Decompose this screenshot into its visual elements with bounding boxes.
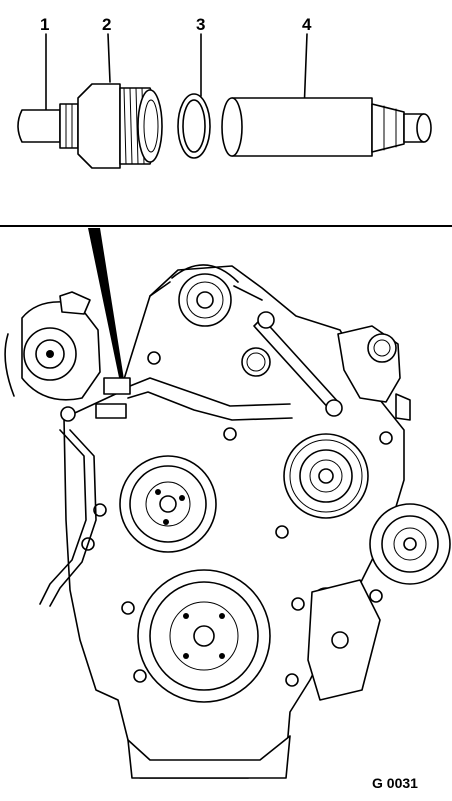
callout-label-2: 2	[102, 15, 111, 34]
engine-view	[4, 228, 451, 779]
pulley-left	[119, 455, 217, 553]
callout-label-1: 1	[40, 15, 49, 34]
crankshaft-pulley	[137, 569, 271, 703]
coolant-pipe	[39, 429, 87, 605]
injection-pump-sprocket	[283, 433, 369, 519]
thermostat-housing	[337, 325, 411, 421]
bolt-heads	[60, 351, 393, 687]
injection-lines	[95, 377, 293, 421]
camshaft-sprocket	[149, 264, 263, 327]
pulley-right	[369, 503, 451, 585]
callout-label-4: 4	[302, 15, 312, 34]
turbocharger	[4, 291, 101, 401]
part-2-threaded-sleeve	[77, 83, 163, 169]
part-3-sealing-ring	[177, 93, 211, 159]
timing-cover-plug	[241, 347, 271, 377]
leader-line-2	[107, 33, 111, 83]
figure-code: G 0031	[372, 775, 418, 791]
oil-sump	[127, 735, 291, 779]
callout-label-3: 3	[196, 15, 205, 34]
part-1-temperature-sensor	[17, 103, 79, 149]
location-pointer-arrow	[88, 228, 126, 392]
parts-panel: 1 2 3 4	[17, 15, 432, 169]
part-4-installation-tool	[221, 97, 432, 157]
tensioner-pivot-bolt	[257, 311, 275, 329]
